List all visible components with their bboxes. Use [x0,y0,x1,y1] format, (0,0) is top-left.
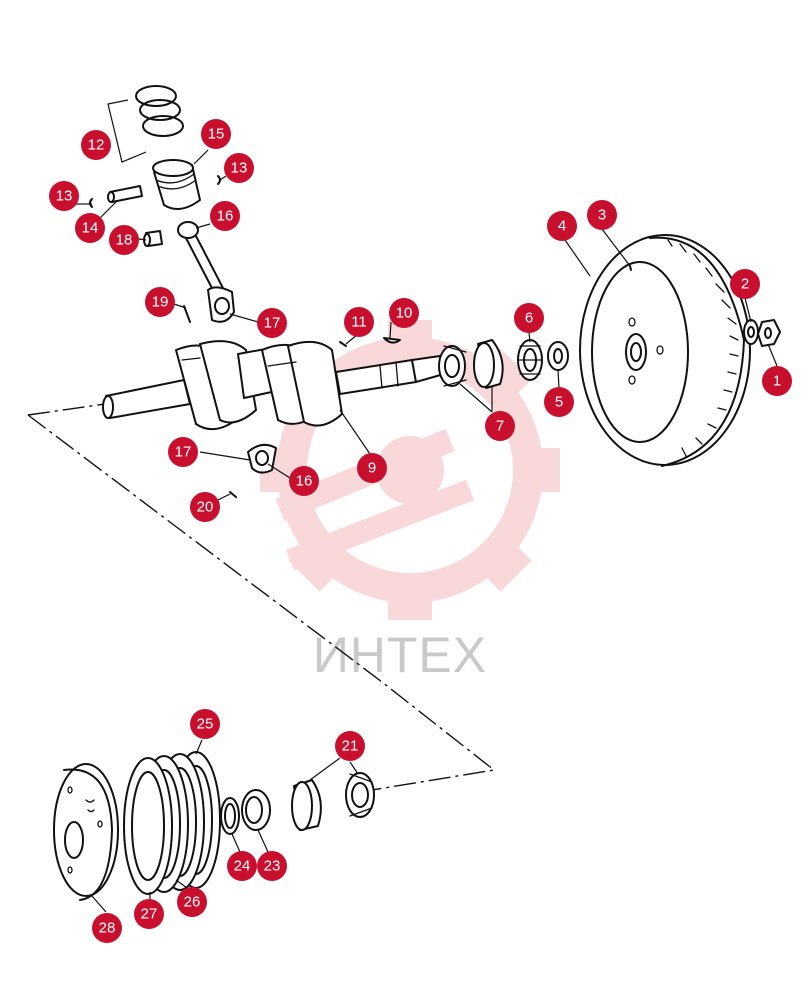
svg-text:21: 21 [342,738,359,755]
svg-text:25: 25 [197,716,214,733]
small-end-bushing [143,230,163,247]
callout-13-left: 13 [49,181,79,211]
woodruff-key [383,337,401,344]
svg-text:6: 6 [525,310,533,327]
flywheel [579,234,751,467]
svg-text:24: 24 [234,858,251,875]
piston-pin [107,185,143,203]
callout-24: 24 [227,851,257,881]
callout-6: 6 [514,303,544,333]
callout-7: 7 [485,411,515,441]
callout-19: 19 [145,287,175,317]
callout-23: 23 [257,851,287,881]
svg-text:4: 4 [558,218,566,235]
crankshaft [102,340,445,431]
gaskets [123,751,221,895]
callout-25: 25 [190,709,220,739]
callout-20: 20 [190,492,220,522]
svg-text:19: 19 [152,294,169,311]
washer [547,341,569,371]
callout-12: 12 [81,130,111,160]
svg-text:18: 18 [116,232,133,249]
o-ring [220,797,240,835]
svg-text:12: 12 [88,137,105,154]
callout-3: 3 [587,200,617,230]
callout-9: 9 [357,453,387,483]
svg-text:15: 15 [208,126,225,143]
lock-washer [743,319,759,345]
svg-text:20: 20 [197,499,214,516]
svg-text:28: 28 [99,920,116,937]
svg-text:16: 16 [217,208,234,225]
callout-18: 18 [109,225,139,255]
callout-10: 10 [389,298,419,328]
main-bearing-cone [438,345,467,387]
bearing-plate [53,763,119,901]
piston [152,159,201,210]
main-bearing-cup [473,339,504,389]
small-pin [339,341,347,347]
svg-text:7: 7 [496,418,504,435]
svg-text:2: 2 [741,276,749,293]
svg-text:10: 10 [396,305,413,322]
svg-text:11: 11 [351,314,367,331]
oil-seal [241,789,271,831]
flywheel-nut [757,319,781,347]
svg-text:3: 3 [598,207,606,224]
svg-text:1: 1 [773,373,781,390]
svg-text:14: 14 [82,220,99,237]
timing-gear [517,339,543,381]
callout-27: 27 [134,899,164,929]
svg-text:23: 23 [264,858,281,875]
callout-17-lower: 17 [168,437,198,467]
callout-28: 28 [92,913,122,943]
svg-text:26: 26 [184,894,201,911]
callout-26: 26 [177,887,207,917]
svg-text:17: 17 [175,444,192,461]
connecting-rod [177,221,235,323]
piston-rings [107,85,184,163]
callout-17-upper: 17 [257,308,287,338]
rear-bearing-cup [291,779,322,831]
callout-1: 1 [762,366,792,396]
callout-14: 14 [75,213,105,243]
callout-4: 4 [547,211,577,241]
svg-text:9: 9 [368,460,376,477]
rod-cap-bolt [229,491,237,498]
svg-text:13: 13 [231,160,248,177]
watermark-text: ИНТЕХ [313,627,487,683]
callout-13-right: 13 [224,153,254,183]
callout-16-lower: 16 [289,466,319,496]
callout-16-upper: 16 [210,201,240,231]
callout-2: 2 [730,269,760,299]
svg-text:17: 17 [264,315,281,332]
assembly-lines [27,403,496,791]
callout-15: 15 [201,119,231,149]
callout-5: 5 [544,387,574,417]
rod-bolt [183,305,191,323]
svg-text:5: 5 [555,394,563,411]
svg-text:16: 16 [296,473,313,490]
svg-text:13: 13 [56,188,73,205]
callout-11: 11 [344,307,374,337]
callout-21: 21 [335,731,365,761]
rear-bearing-cone [345,772,375,818]
svg-text:27: 27 [141,906,158,923]
rod-cap [247,443,277,474]
